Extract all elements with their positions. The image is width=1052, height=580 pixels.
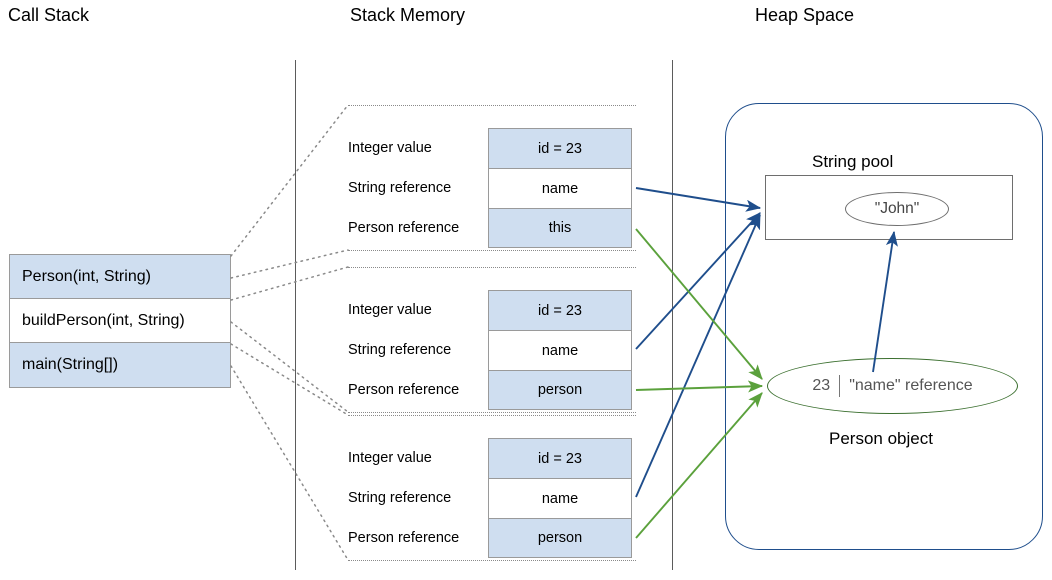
person-object-label: Person object [829,429,933,448]
frame-row-value[interactable]: name [488,330,632,370]
frame-row-label: Person reference [348,530,460,546]
call-stack-frame-label: main(String[]) [22,356,119,373]
frame-dotted-top-border [348,415,636,416]
frame-row-label: Person reference [348,382,460,398]
stack-memory-column-title: Stack Memory [350,5,466,25]
frame-row: String reference name [348,168,636,208]
frame-row-value[interactable]: name [488,478,632,518]
person-object-name-reference: "name" reference [849,377,973,394]
call-stack-column-title: Call Stack [8,5,90,25]
call-stack-list: Person(int, String) buildPerson(int, Str… [9,254,231,388]
frame-dotted-bottom-border [348,412,636,413]
frame-row: Integer value id = 23 [348,438,636,478]
frame-row-label: String reference [348,342,452,358]
frame-row-value[interactable]: id = 23 [488,128,632,168]
frame-row-value[interactable]: this [488,208,632,248]
frame-row: String reference name [348,478,636,518]
frame-row-list: Integer value id = 23 String reference n… [348,128,636,248]
frame-row-value[interactable]: id = 23 [488,438,632,478]
call-stack-frame-person[interactable]: Person(int, String) [10,255,230,299]
call-stack-frame-build-person[interactable]: buildPerson(int, String) [10,299,230,343]
frame-row-list: Integer value id = 23 String reference n… [348,438,636,558]
frame-row: Integer value id = 23 [348,128,636,168]
frame-row-value[interactable]: person [488,518,632,558]
frame-row-value[interactable]: name [488,168,632,208]
person-object-ellipse[interactable]: 23 "name" reference [767,358,1018,414]
string-pool-label: String pool [812,152,894,171]
frame-row: Person reference this [348,208,636,248]
frame-row-label: Integer value [348,140,432,156]
frame-row-value[interactable]: id = 23 [488,290,632,330]
frame-row: Person reference person [348,518,636,558]
call-stack-to-frame-connectors [230,104,349,561]
frame-dotted-top-border [348,105,636,106]
heap-space-column-title: Heap Space [755,5,855,25]
person-object-field-separator [839,375,841,397]
frame-dotted-top-border [348,267,636,268]
frame-row-label: Integer value [348,450,432,466]
frame-row-value[interactable]: person [488,370,632,410]
frame-row-label: Person reference [348,220,460,236]
person-object-id-value: 23 [812,377,831,394]
frame-row-label: String reference [348,180,452,196]
column-divider-left [295,60,296,570]
frame-row: Person reference person [348,370,636,410]
column-divider-right [672,60,673,570]
frame-dotted-bottom-border [348,250,636,251]
frame-dotted-bottom-border [348,560,636,561]
string-literal-john[interactable]: "John" [845,192,949,226]
frame-row-label: String reference [348,490,452,506]
frame-row-list: Integer value id = 23 String reference n… [348,290,636,410]
frame-row-label: Integer value [348,302,432,318]
call-stack-frame-main[interactable]: main(String[]) [10,343,230,387]
frame-row: Integer value id = 23 [348,290,636,330]
call-stack-frame-label: buildPerson(int, String) [22,311,185,329]
frame-row: String reference name [348,330,636,370]
call-stack-frame-label: Person(int, String) [22,267,151,285]
